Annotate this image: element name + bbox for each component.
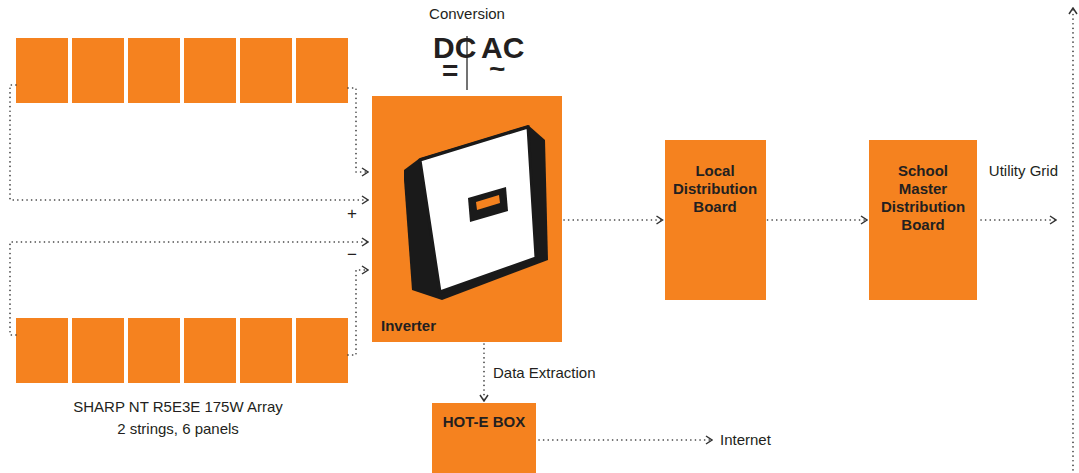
internet-label: Internet (720, 431, 771, 449)
inverter-box: Inverter (372, 96, 562, 342)
edge-label: Data Extraction (491, 364, 598, 382)
solar-panel (16, 38, 68, 103)
solar-panel (184, 318, 236, 383)
internet-link (539, 439, 712, 441)
inverter-illustration (372, 96, 562, 342)
polarity-label: − (347, 245, 357, 265)
array-caption: SHARP NT R5E3E 175W Array (73, 398, 283, 416)
solar-panel (72, 318, 124, 383)
dotted-connector (768, 219, 868, 221)
return-line (1072, 8, 1074, 470)
monitoring-box: HOT-E BOX (432, 403, 536, 473)
node-label: School Master Distribution Board (869, 162, 977, 234)
ac-symbol: ~ (489, 55, 505, 83)
node-label: Local Distribution Board (665, 162, 766, 216)
dotted-connector (564, 219, 663, 221)
node-label: Inverter (381, 317, 436, 335)
solar-panel (72, 38, 124, 103)
distribution-board: Local Distribution Board (665, 140, 766, 300)
node-label: HOT-E BOX (437, 413, 532, 431)
dc-wire (348, 270, 368, 355)
polarity-label: + (347, 204, 357, 224)
solar-panel (16, 318, 68, 383)
solar-panel-row (16, 38, 348, 103)
solar-panel (296, 318, 348, 383)
solar-panel (240, 38, 292, 103)
heading-label: Conversion (429, 5, 505, 23)
dc-symbol: = (442, 57, 458, 85)
distribution-board: School Master Distribution Board (869, 140, 977, 300)
dc-wire (10, 85, 368, 200)
array-caption: 2 strings, 6 panels (117, 420, 239, 438)
grid-label: Utility Grid (988, 162, 1058, 180)
solar-panel (128, 38, 180, 103)
solar-panel-row (16, 318, 348, 383)
solar-panel (184, 38, 236, 103)
solar-panel (240, 318, 292, 383)
solar-panel (128, 318, 180, 383)
dc-wire (348, 88, 368, 172)
grid-wire (981, 219, 1056, 221)
solar-panel (296, 38, 348, 103)
dc-wire (10, 242, 368, 335)
dotted-connector (483, 344, 485, 401)
